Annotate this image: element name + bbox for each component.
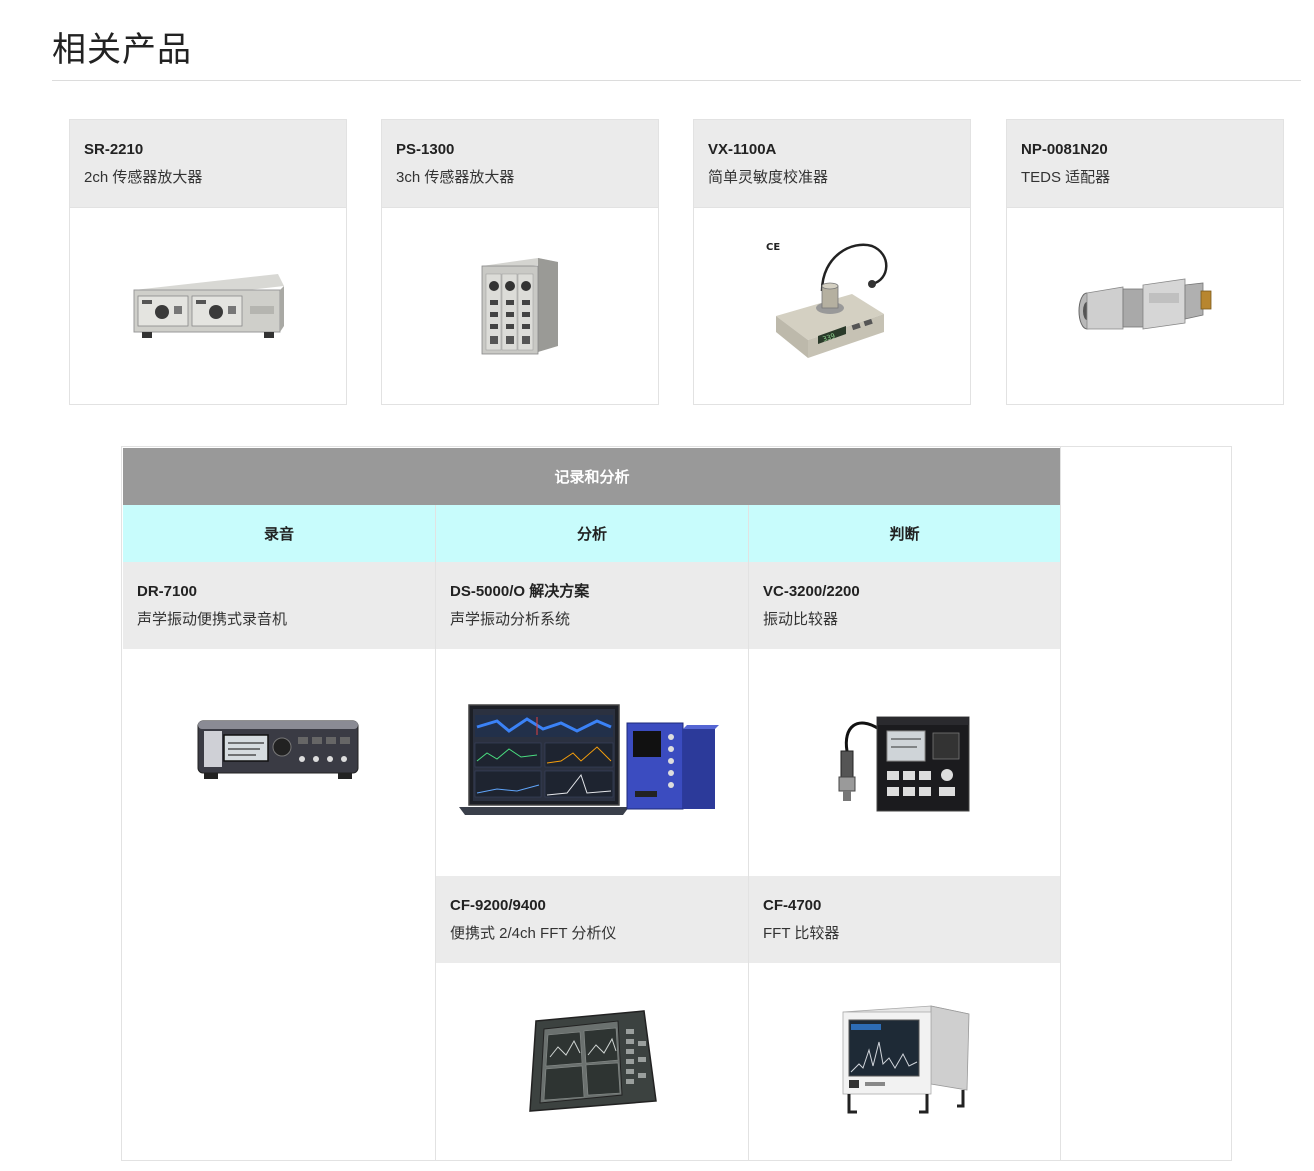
svg-text:339: 339 (822, 332, 837, 344)
product-cell-dr-7100[interactable]: DR-7100 声学振动便携式录音机 (123, 562, 435, 649)
product-description: FFT 比较器 (763, 925, 840, 942)
column-divider (748, 505, 749, 1160)
product-image[interactable]: CE 339 (694, 208, 970, 404)
amplifier-3ch-device-icon (481, 258, 558, 355)
product-model[interactable]: SR-2210 (84, 141, 144, 158)
product-description: 振动比较器 (763, 611, 839, 628)
card-header: NP-0081N20 TEDS 适配器 (1007, 120, 1283, 208)
card-header: SR-2210 2ch 传感器放大器 (70, 120, 346, 208)
column-divider (435, 505, 436, 1160)
product-image[interactable] (70, 208, 346, 404)
product-image[interactable] (436, 963, 748, 1160)
card-header: PS-1300 3ch 传感器放大器 (382, 120, 658, 208)
product-card-sr-2210[interactable]: SR-2210 2ch 传感器放大器 (69, 119, 347, 405)
svg-text:CE: CE (766, 242, 780, 253)
product-description: 便携式 2/4ch FFT 分析仪 (450, 925, 617, 942)
portable-recorder-icon (197, 720, 359, 779)
vibration-comparator-icon (838, 716, 969, 812)
product-model[interactable]: VX-1100A (708, 141, 777, 158)
product-image[interactable] (749, 963, 1060, 1160)
product-cell-cf-9200[interactable]: CF-9200/9400 便携式 2/4ch FFT 分析仪 (436, 876, 748, 963)
analysis-system-laptop-icon (459, 704, 719, 815)
product-model[interactable]: VC-3200/2200 (763, 583, 860, 600)
product-model[interactable]: NP-0081N20 (1021, 141, 1108, 158)
product-description: TEDS 适配器 (1021, 169, 1111, 186)
product-image[interactable] (436, 649, 748, 875)
product-card-ps-1300[interactable]: PS-1300 3ch 传感器放大器 (381, 119, 659, 405)
product-cell-ds-5000[interactable]: DS-5000/O 解决方案 声学振动分析系统 (436, 562, 748, 649)
product-description: 简单灵敏度校准器 (708, 169, 829, 186)
product-image[interactable] (1007, 208, 1283, 404)
column-header-recording: 录音 (123, 505, 435, 562)
product-image[interactable] (382, 208, 658, 404)
product-cell-vc-3200[interactable]: VC-3200/2200 振动比较器 (749, 562, 1060, 649)
product-model[interactable]: DR-7100 (137, 583, 198, 600)
recording-analysis-flow-table: 记录和分析 录音 分析 判断 DR-7100 声学振动便携式录音机 (121, 446, 1232, 1161)
product-model[interactable]: CF-9200/9400 (450, 897, 546, 914)
calibrator-device-icon: CE 339 (766, 242, 888, 358)
product-model[interactable]: DS-5000/O 解决方案 (450, 583, 590, 600)
flow-header: 记录和分析 (123, 448, 1061, 505)
fft-comparator-icon (842, 1005, 969, 1113)
product-description: 3ch 传感器放大器 (396, 169, 515, 186)
product-model[interactable]: CF-4700 (763, 897, 822, 914)
title-divider (52, 80, 1301, 81)
bnc-adapter-icon (1078, 278, 1212, 330)
product-description: 声学振动便携式录音机 (137, 611, 288, 628)
product-card-vx-1100a[interactable]: VX-1100A 简单灵敏度校准器 CE 339 (693, 119, 971, 405)
card-header: VX-1100A 简单灵敏度校准器 (694, 120, 970, 208)
amplifier-2ch-device-icon (133, 274, 284, 338)
column-header-judgement: 判断 (749, 505, 1060, 562)
product-model[interactable]: PS-1300 (396, 141, 455, 158)
section-title: 相关产品 (52, 31, 192, 69)
product-description: 2ch 传感器放大器 (84, 169, 203, 186)
product-cell-cf-4700[interactable]: CF-4700 FFT 比较器 (749, 876, 1060, 963)
product-card-np-0081n20[interactable]: NP-0081N20 TEDS 适配器 (1006, 119, 1284, 405)
portable-fft-analyzer-icon (529, 1009, 657, 1112)
product-image[interactable] (123, 649, 435, 849)
column-divider (1060, 447, 1061, 1160)
product-image[interactable] (749, 649, 1060, 875)
product-description: 声学振动分析系统 (450, 611, 571, 628)
column-header-analysis: 分析 (436, 505, 748, 562)
